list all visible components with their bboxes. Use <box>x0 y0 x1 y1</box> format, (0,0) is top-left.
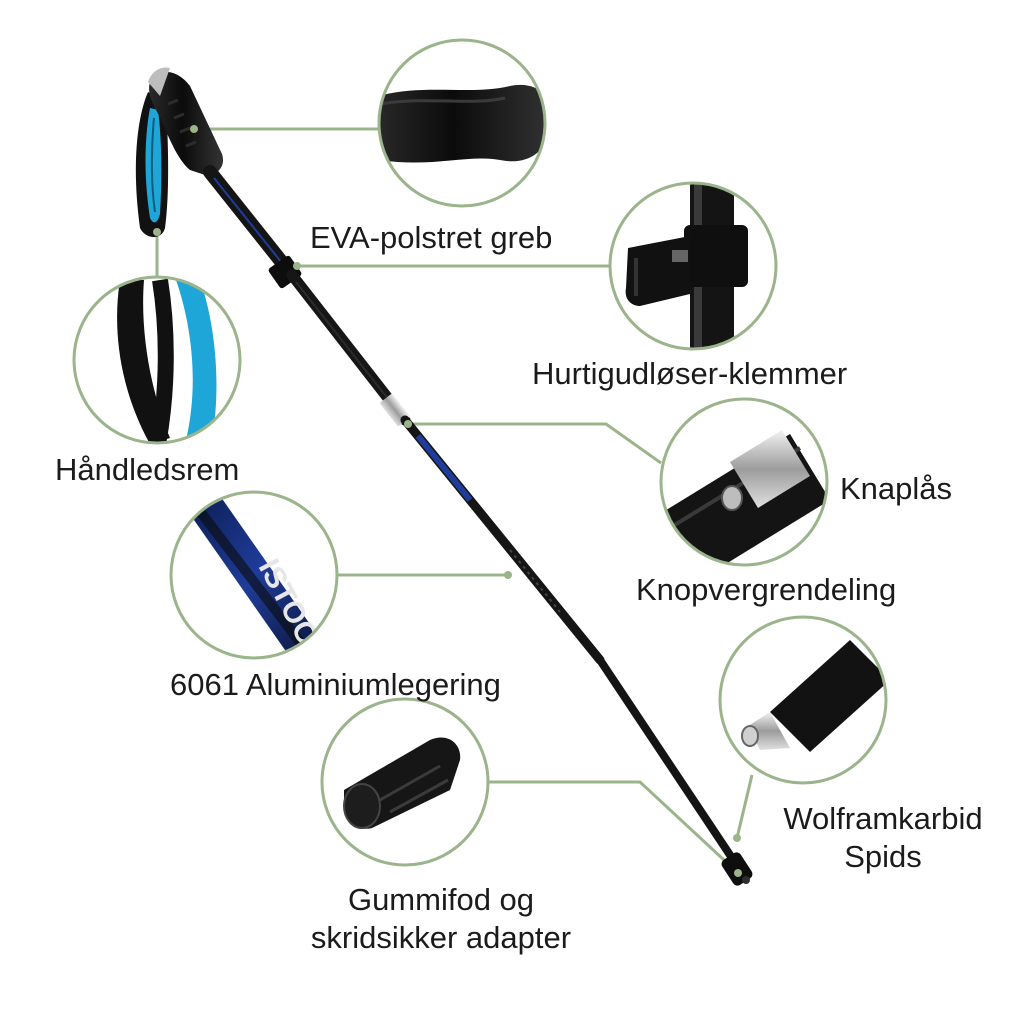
pole-tip-point <box>742 876 750 884</box>
tungsten-tip-icon <box>718 615 888 785</box>
label-knaplas: Knaplås <box>840 471 953 506</box>
label-tungsten-tip: Wolframkarbid Spids <box>758 800 1008 876</box>
label-quick-release-clamps: Hurtigudløser-klemmer <box>532 356 848 391</box>
pole-grip <box>149 71 224 176</box>
label-eva-grip: EVA-polstret greb <box>310 220 553 255</box>
wrist-strap <box>135 92 169 237</box>
trekking-pole <box>148 67 753 886</box>
flip-lock-clamp-icon <box>608 181 778 351</box>
label-rubber-foot-line1: Gummifod og <box>347 882 535 917</box>
rubber-foot-icon <box>320 697 490 867</box>
leader-lines <box>155 127 754 875</box>
eva-grip-icon <box>377 38 547 208</box>
label-rubber-foot: Gummifod og skridsikker adapter <box>276 881 606 957</box>
label-tungsten-tip-line1: Wolframkarbid <box>783 801 983 836</box>
push-button-lock-icon <box>659 397 829 567</box>
leader-knaplas <box>408 422 662 465</box>
label-aluminium-alloy: 6061 Aluminiumlegering <box>170 667 501 702</box>
label-rubber-foot-line2: skridsikker adapter <box>310 920 572 955</box>
label-tungsten-tip-line2: Spids <box>844 839 922 874</box>
leader-foot <box>488 780 740 875</box>
aluminium-shaft-icon: ISTOC <box>169 490 339 660</box>
label-knopvergrendeling: Knopvergrendeling <box>636 572 897 607</box>
label-wrist-strap: Håndledsrem <box>55 452 240 487</box>
leader-tip <box>735 774 754 839</box>
wrist-strap-icon <box>72 275 242 445</box>
pole-tip-section <box>596 656 744 874</box>
anchor-dots <box>153 125 742 877</box>
